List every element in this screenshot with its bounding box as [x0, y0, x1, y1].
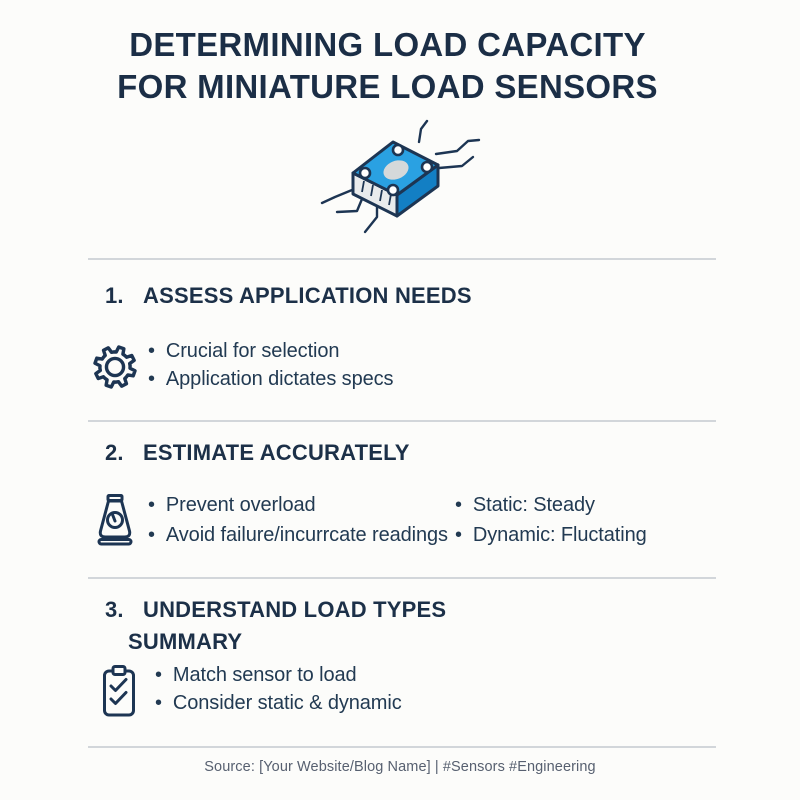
list-item: Avoid failure/incurrcate readings [148, 520, 448, 550]
title-line-1: DETERMINING LOAD CAPACITY [129, 26, 646, 63]
list-item: Crucial for selection [148, 337, 393, 365]
section-divider-2 [88, 420, 716, 422]
section-2-heading: 2. ESTIMATE ACCURATELY [105, 440, 410, 466]
section-2-bullets-right: Static: Steady Dynamic: Fluctating [455, 490, 647, 550]
section-2-number: 2. [105, 440, 124, 465]
list-item: Application dictates specs [148, 365, 394, 393]
page-title: DETERMINING LOAD CAPACITY FOR MINIATURE … [0, 24, 775, 108]
section-1-heading: 1. ASSESS APPLICATION NEEDS [105, 283, 472, 309]
load-sensor-chip-icon [320, 119, 481, 234]
clipboard-check-icon [101, 664, 137, 720]
sensor-wires [320, 119, 481, 234]
list-item: Prevent overload [148, 490, 448, 520]
section-2-heading-text: ESTIMATE ACCURATELY [143, 440, 410, 465]
weight-scale-icon [95, 493, 135, 547]
section-1-heading-text: ASSESS APPLICATION NEEDS [143, 283, 472, 308]
source-attribution: Source: [Your Website/Blog Name] | #Sens… [204, 759, 596, 775]
list-item: Consider static & dynamic [155, 689, 402, 717]
title-line-2: FOR MINIATURE LOAD SENSORS [117, 68, 658, 105]
section-3-heading: 3. UNDERSTAND LOAD TYPES [105, 597, 446, 623]
gear-icon [92, 342, 138, 392]
section-divider-1 [88, 258, 716, 260]
list-item: Static: Steady [455, 490, 647, 520]
section-3-bullets: Match sensor to load Consider static & d… [155, 661, 402, 717]
section-2-bullets-left: Prevent overload Avoid failure/incurrcat… [148, 490, 448, 550]
sensor-center-pad [383, 160, 409, 180]
section-divider-3 [88, 577, 716, 579]
section-1-number: 1. [105, 283, 124, 308]
section-3-subheading: SUMMARY [128, 629, 243, 654]
sensor-corner-holes [358, 143, 434, 197]
section-3-heading-text: UNDERSTAND LOAD TYPES [143, 597, 447, 622]
footer-divider [88, 746, 716, 748]
list-item: Match sensor to load [155, 661, 402, 689]
list-item: Dynamic: Fluctating [455, 520, 647, 550]
section-3-number: 3. [105, 597, 124, 622]
sensor-hatch-marks [361, 180, 392, 206]
load-sensor-illustration [315, 116, 485, 254]
section-1-bullets: Crucial for selection Application dictat… [148, 337, 394, 393]
